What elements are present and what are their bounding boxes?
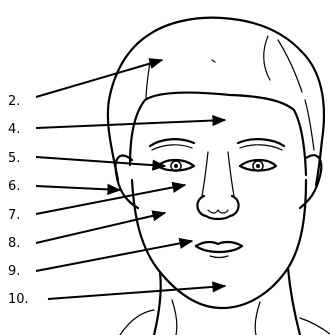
label-8: 8.: [8, 236, 20, 251]
label-6: 6.: [8, 179, 20, 194]
hairline: [130, 93, 306, 175]
arrow-9: [36, 241, 192, 271]
collar-line: [120, 310, 154, 335]
right-ear: [300, 155, 321, 208]
pointer-arrows: [36, 60, 225, 299]
label-10: 10.: [8, 292, 29, 307]
hair-outline: [108, 18, 324, 185]
label-4: 4.: [8, 122, 20, 137]
arrow-10: [48, 286, 225, 299]
label-2: 2.: [8, 94, 20, 109]
nose-bridge-right: [228, 152, 234, 196]
neck-right: [288, 268, 300, 335]
mouth-lower-lip: [196, 246, 242, 252]
arrow-5: [36, 157, 165, 166]
label-5: 5.: [8, 151, 20, 166]
arrow-8: [36, 213, 165, 243]
neck-line: [255, 302, 260, 335]
collar-line: [300, 318, 330, 334]
right-eye: [240, 160, 276, 171]
labels: 2. 4. 5. 6. 7. 8. 9. 10.: [8, 94, 29, 307]
hair-strand: [264, 36, 270, 80]
arrow-2: [36, 60, 162, 97]
nose-bridge-left: [202, 152, 208, 196]
neck-left: [154, 272, 161, 335]
mouth-upper-lip: [196, 242, 242, 246]
neck-line: [172, 300, 177, 335]
label-9: 9.: [8, 264, 20, 279]
hair-strand: [305, 100, 314, 150]
nose: [197, 196, 238, 219]
arrow-4: [36, 120, 225, 128]
label-7: 7.: [8, 208, 20, 223]
hair-strand: [146, 62, 150, 100]
hair-strand: [212, 60, 215, 62]
arrow-6: [36, 186, 120, 190]
